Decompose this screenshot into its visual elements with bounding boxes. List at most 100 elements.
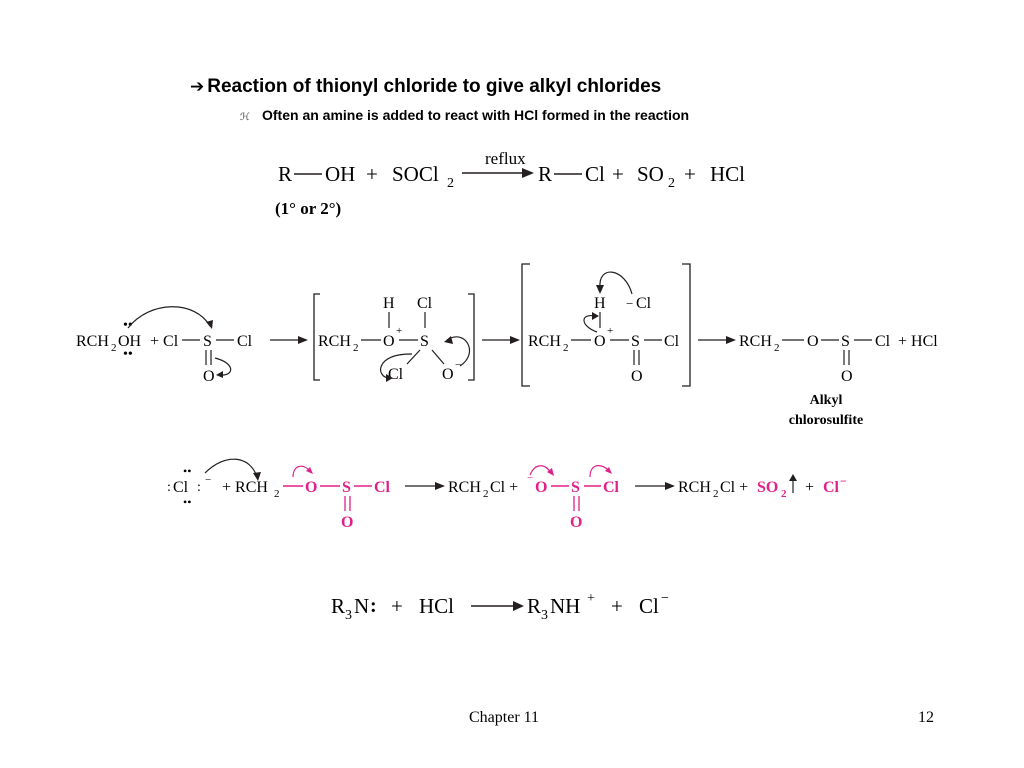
leaf-bullet-icon: ℋ [240,112,250,123]
arrowhead [510,336,520,344]
chlorine-label: Cl [603,479,620,496]
reactant-r: R [278,162,292,186]
hydrogen-label: H [594,295,606,312]
oxygen-label: O [203,368,215,385]
right-arrow-icon: ➔ [190,77,205,97]
arrow-label-reflux: reflux [485,149,526,168]
oxygen-label: O [383,333,395,350]
arrowhead [789,474,797,481]
bracket-left [521,263,530,387]
electron-arrow-icon [599,271,633,295]
reactant-oh: OH [325,162,355,186]
oxygen-label: O [442,366,454,383]
plus-sign: + [391,594,403,618]
slide-title: ➔Reaction of thionyl chloride to give al… [190,76,661,98]
subscript: 2 [353,342,359,354]
overall-reaction-equation: R OH + SOCl 2 reflux R Cl + SO 2 + HCl (… [275,149,745,218]
electron-arrow-icon [214,357,232,376]
charge-minus: − [661,591,669,606]
chlorine-label: Cl [417,295,433,312]
chloride-ion-label: Cl [823,479,840,496]
ammonium-nh: NH [550,594,580,618]
arrowhead [592,312,599,320]
subscript: 2 [274,488,280,500]
arrowhead [306,467,313,474]
slide-subbullet: ℋ Often an amine is added to react with H… [240,107,689,123]
sulfur-label: S [342,479,351,496]
charge-minus: − [455,359,461,371]
mechanism-step-2: Cl •• •• : : − + RCH 2 O S Cl O RCH 2 Cl… [167,458,847,531]
bond-line [406,349,421,365]
arrowhead [386,374,393,382]
amine-r: R [331,594,345,618]
rch2cl-tail: Cl + [720,479,748,496]
so2-subscript: 2 [781,488,787,500]
chloride-label: Cl [639,594,659,618]
rch2-label: RCH [739,333,772,350]
plus-sign: + [612,162,624,186]
subscript: 2 [774,342,780,354]
subscript: 2 [483,488,489,500]
footer-page-number: 12 [918,709,934,726]
byproduct-so: SO [637,162,664,186]
arrowhead [665,482,675,490]
ammonium-subscript: 3 [541,608,548,623]
rch2cl-label: RCH [448,479,481,496]
oxygen-label: O [535,479,547,496]
electron-arrow-icon [127,306,211,329]
lone-pair-dots: •• [183,464,191,478]
product-label-line1: Alkyl [810,393,843,408]
charge-plus: + [396,325,402,337]
byproduct-hcl: HCl [710,162,745,186]
lone-pair-dots: •• [123,347,133,362]
arrowhead [253,472,261,481]
chlorine-label: Cl [388,366,404,383]
charge-plus: + [607,325,613,337]
reagent-subscript: 2 [447,176,454,191]
chloride-label: Cl [636,295,652,312]
lone-pair-dots: : [370,595,377,617]
product-r: R [538,162,552,186]
bracket-right [682,263,691,387]
lone-pair-dots: : [167,480,171,495]
rch2-label: RCH [528,333,561,350]
arrowhead [596,285,604,294]
charge-minus: − [205,474,211,486]
amine-n: N [354,594,369,618]
sulfur-label: S [571,479,580,496]
plus-rch2-label: + RCH [222,479,268,496]
lone-pair-dots: •• [123,318,133,333]
oxygen-label: O [841,368,853,385]
arrowhead [605,467,612,474]
bracket-right [468,293,475,381]
hcl-label: HCl [419,594,454,618]
plus-sign: + [611,594,623,618]
oxygen-label: O [570,514,582,531]
arrowhead [435,482,445,490]
rch2cl-label: RCH [678,479,711,496]
arrowhead [206,320,213,329]
charge-minus: − [626,296,633,311]
lone-pair-dots: •• [183,495,191,509]
byproduct-subscript: 2 [668,176,675,191]
ammonium-r: R [527,594,541,618]
sulfur-label: S [841,333,850,350]
reaction-arrowhead [522,168,534,178]
subbullet-text: Often an amine is added to react with HC… [262,107,690,123]
charge-plus: + [587,591,595,606]
chloride-label: Cl [173,479,189,496]
footer-chapter: Chapter 11 [469,709,540,726]
oxygen-label: O [594,333,606,350]
subscript: 2 [713,488,719,500]
amine-neutralization-equation: R 3 N : + HCl R 3 NH + + Cl − [331,591,669,623]
charge-minus: − [527,472,533,484]
plus-hcl-label: + HCl [898,333,938,350]
arrowhead [444,336,453,344]
arrowhead [726,336,736,344]
rch2cl-tail: Cl + [490,479,518,496]
amine-subscript: 3 [345,608,352,623]
chlorine-label: Cl [237,333,253,350]
so2-label: SO [757,479,778,496]
plus-sign: + [366,162,378,186]
reagent-socl: SOCl [392,162,439,186]
